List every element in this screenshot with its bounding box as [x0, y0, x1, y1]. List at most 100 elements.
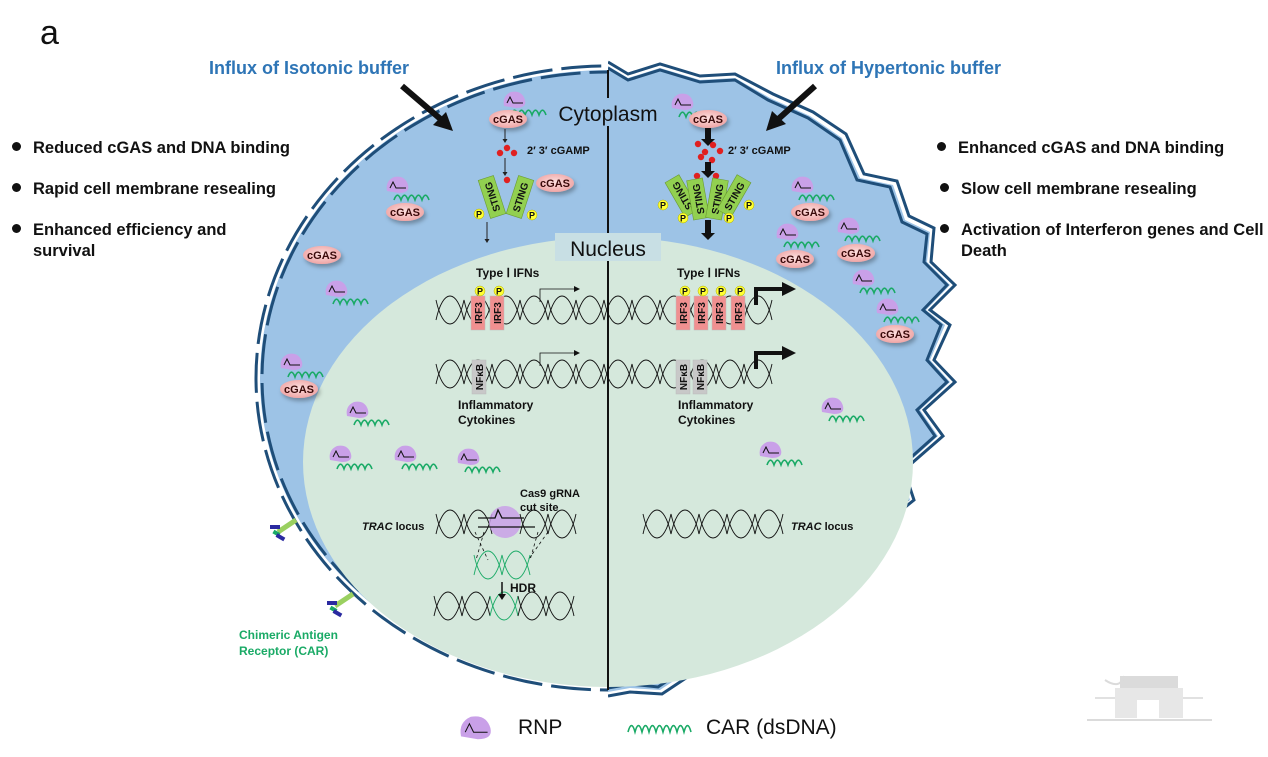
cgamp-label-right: 2′ 3′ cGAMP: [728, 145, 791, 157]
cgamp-molecule: [503, 176, 511, 184]
cas9-rnp-cutsite: [478, 506, 535, 538]
rnp-complex: [791, 176, 814, 193]
promoter-arrow-strong: [754, 282, 796, 305]
cgamp-molecule: [694, 140, 702, 148]
panel-label: a: [40, 14, 59, 52]
cgas-protein: cGAS: [489, 110, 527, 128]
type1-ifns-label-left: Type Ⅰ IFNs: [476, 266, 540, 280]
promoter-arrow-weak: [539, 286, 580, 302]
nucleus-label: Nucleus: [570, 238, 646, 261]
legend: RNP CAR (dsDNA): [460, 716, 837, 740]
type1-ifns-label-right: Type Ⅰ IFNs: [677, 266, 741, 280]
signal-arrow: [701, 220, 715, 240]
promoter-arrow-weak: [539, 350, 580, 366]
bullet-icon: [12, 142, 21, 151]
rnp-complex: [671, 93, 694, 110]
dsdna-strand: [859, 287, 896, 296]
rnp-complex: [346, 401, 369, 418]
phosphate-group: P: [697, 285, 709, 297]
rnp-complex: [821, 397, 844, 414]
legend-rnp-label: RNP: [518, 716, 562, 739]
dsdna-strand: [883, 316, 920, 325]
cytoplasm-label: Cytoplasm: [558, 103, 657, 126]
rnp-complex: [394, 445, 417, 462]
rnp-dna-complex: cGAS: [791, 176, 835, 221]
legend-rnp-icon: [460, 716, 491, 740]
svg-text:IRF3: IRF3: [715, 302, 726, 324]
dna-helix: [519, 509, 577, 539]
inflammatory-label-right-1: Inflammatory: [678, 398, 754, 412]
rnp-dna-complex: [346, 401, 390, 428]
bullet-icon: [12, 224, 21, 233]
irf3-factor: IRF3: [489, 295, 505, 331]
rnp-complex: [776, 223, 799, 240]
rnp-complex: [503, 91, 526, 108]
legend-dna-icon: [627, 724, 692, 736]
dsdna-strand: [336, 463, 373, 472]
phosphate-group: P: [526, 209, 538, 221]
rnp-dna-complex: cGAS: [386, 176, 430, 221]
svg-text:P: P: [660, 201, 666, 211]
cgamp-molecule: [693, 172, 701, 180]
signal-arrow: [502, 158, 508, 176]
phosphate-group: P: [743, 199, 755, 211]
nfkb-factor: NFκB: [471, 359, 487, 395]
isotonic-bullet: Rapid cell membrane resealing: [12, 179, 332, 200]
cgamp-molecule: [510, 149, 518, 157]
svg-text:NFκB: NFκB: [679, 364, 690, 390]
signal-arrow: [701, 162, 715, 178]
membrane-outer-left: [254, 64, 608, 692]
dna-helix: [433, 591, 491, 621]
trac-locus-label-left: TRAC locus: [362, 521, 424, 533]
svg-text:cGAS: cGAS: [880, 329, 910, 341]
rnp-dna-complex: [503, 91, 547, 118]
watermark-logo-icon: [1087, 675, 1212, 721]
cgas-protein: cGAS: [837, 244, 875, 262]
rnp-dna-complex: [852, 269, 896, 296]
rnp-dna-complex: [821, 397, 865, 424]
dna-helix: [489, 591, 519, 621]
svg-text:cGAS: cGAS: [390, 207, 420, 219]
signal-arrow: [502, 129, 508, 143]
dsdna-strand: [464, 466, 501, 475]
svg-text:cGAS: cGAS: [693, 114, 723, 126]
phosphate-group: P: [677, 212, 689, 224]
dsdna-strand: [332, 298, 369, 307]
svg-text:P: P: [746, 201, 752, 211]
svg-text:P: P: [477, 287, 483, 297]
isotonic-bullet: Enhanced efficiency and survival: [12, 220, 263, 262]
rnp-dna-complex: [325, 280, 369, 307]
cgamp-molecule: [496, 149, 504, 157]
phosphate-group: P: [657, 199, 669, 211]
svg-text:P: P: [496, 287, 502, 297]
dsdna-strand: [798, 194, 835, 203]
isotonic-influx-arrow: [400, 83, 453, 131]
cgas-protein: cGAS: [876, 325, 914, 343]
phosphate-group: P: [679, 285, 691, 297]
nucleus-label-bg: [555, 233, 661, 261]
svg-text:cGAS: cGAS: [795, 207, 825, 219]
rnp-complex: [876, 298, 899, 315]
rnp-complex: [852, 269, 875, 286]
cgamp-molecule: [697, 153, 705, 161]
svg-text:P: P: [718, 287, 724, 297]
dna-helix: [435, 509, 493, 539]
phosphate-group: P: [715, 285, 727, 297]
rnp-dna-complex: [759, 441, 803, 468]
signal-arrow: [484, 222, 490, 243]
dsdna-strand: [401, 463, 438, 472]
car-label-line1: Chimeric Antigen: [239, 628, 338, 642]
hypertonic-bullet: Slow cell membrane resealing: [940, 179, 1267, 200]
svg-text:NFκB: NFκB: [475, 364, 486, 390]
bullet-icon: [940, 183, 949, 192]
cas9-label-line1: Cas9 gRNA: [520, 488, 580, 500]
sting-protein: STING: [686, 177, 710, 221]
car-receptor: [327, 591, 355, 618]
dsdna-strand: [828, 415, 865, 424]
phosphate-group: P: [734, 285, 746, 297]
cgamp-label-left: 2′ 3′ cGAMP: [527, 145, 590, 157]
irf3-factor: IRF3: [711, 295, 727, 331]
dsdna-strand: [287, 371, 324, 380]
svg-text:IRF3: IRF3: [697, 302, 708, 324]
rnp-complex: [457, 448, 480, 465]
